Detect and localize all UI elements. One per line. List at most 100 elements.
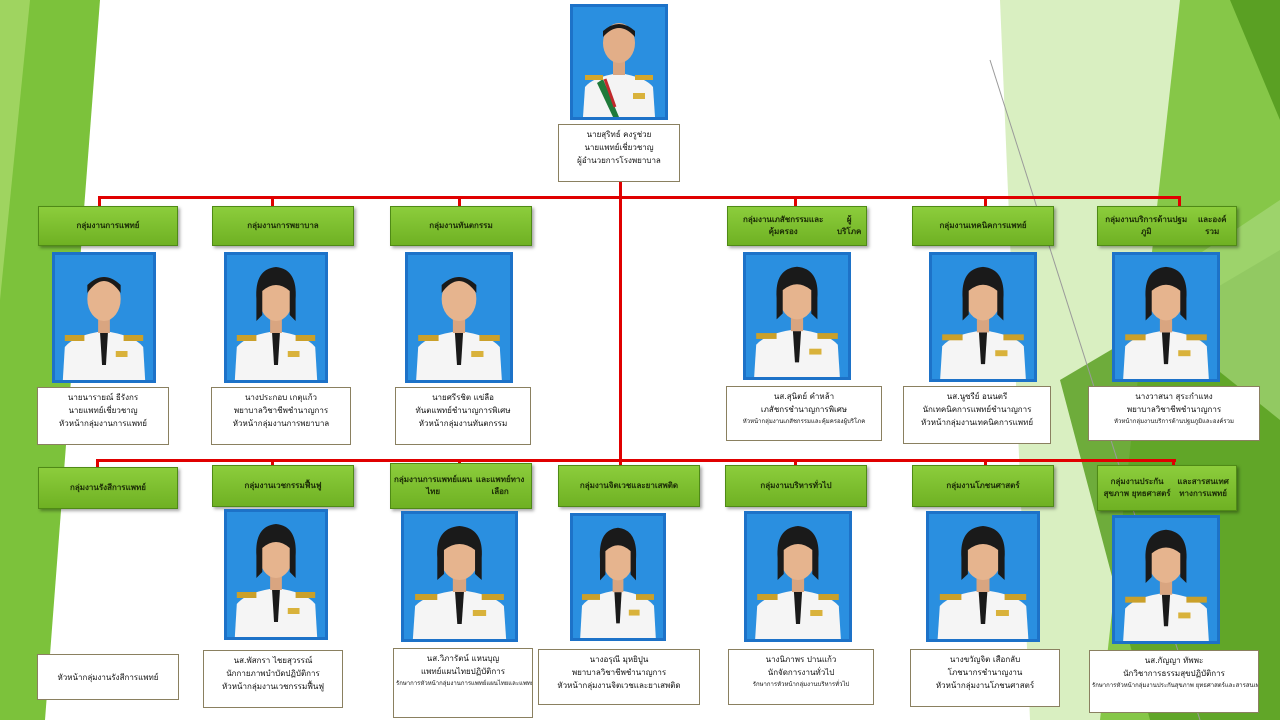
staff-name: นางประกอบ เกตุแก้ว bbox=[244, 393, 318, 402]
connector-drop bbox=[271, 196, 274, 206]
staff-info: นางนิภาพร ปานแก้วนักจัดการงานทั่วไปรักษา… bbox=[728, 649, 874, 705]
staff-photo bbox=[405, 252, 513, 383]
staff-position: นักกายภาพบำบัดปฏิบัติการ bbox=[226, 669, 320, 678]
connector-drop bbox=[458, 459, 461, 463]
department-label: กลุ่มงานบริการด้านปฐมภูมิ bbox=[1105, 215, 1188, 236]
staff-name: นส.วิภารัตน์ แหนบุญ bbox=[426, 654, 500, 663]
staff-photo bbox=[570, 513, 666, 641]
staff-role: หัวหน้ากลุ่มงานเภสัชกรรมและคุ้มครองผู้บร… bbox=[742, 418, 866, 425]
person-portrait-icon bbox=[747, 514, 849, 639]
staff-info: หัวหน้ากลุ่มงานรังสีการแพทย์ bbox=[37, 654, 179, 700]
staff-name: นส.กัญญา ทัพพะ bbox=[1144, 656, 1204, 665]
person-portrait-icon bbox=[227, 255, 325, 380]
staff-name: นายศรีรชิต แข่ลือ bbox=[432, 393, 494, 402]
staff-info: นส.กัญญา ทัพพะนักวิชาการธรรมสุขปฏิบัติกา… bbox=[1089, 650, 1259, 713]
connector-drop bbox=[1172, 459, 1175, 465]
staff-role: หัวหน้ากลุ่มงานเทคนิคการแพทย์ bbox=[920, 418, 1034, 427]
staff-name: นส.นูซรีย์ อนนตรี bbox=[946, 392, 1008, 401]
person-portrait-icon bbox=[932, 255, 1034, 379]
person-portrait-icon bbox=[746, 255, 848, 377]
connector-trunk bbox=[619, 180, 622, 462]
staff-role: หัวหน้ากลุ่มงานรังสีการแพทย์ bbox=[57, 672, 159, 682]
staff-position: พยาบาลวิชาชีพชำนาญการ bbox=[233, 406, 329, 415]
connector-drop bbox=[794, 459, 797, 465]
staff-photo bbox=[1112, 515, 1220, 644]
department-label: กลุ่มงานเภสัชกรรมและคุ้มครอง bbox=[743, 215, 824, 236]
staff-info: นายศรีรชิต แข่ลือทันตแพทย์ชำนาญการพิเศษห… bbox=[395, 387, 531, 445]
department-label: กลุ่มงานเวชกรรมฟื้นฟู bbox=[244, 481, 322, 490]
person-portrait-icon bbox=[1115, 518, 1217, 641]
staff-role: หัวหน้ากลุ่มงานเวชกรรมฟื้นฟู bbox=[221, 682, 325, 691]
connector-drop bbox=[619, 459, 622, 465]
staff-position: แพทย์แผนไทยปฏิบัติการ bbox=[420, 667, 506, 676]
department-label: กลุ่มงานการพยาบาล bbox=[247, 221, 319, 230]
staff-role: หัวหน้ากลุ่มงานการแพทย์ bbox=[59, 419, 147, 428]
person-portrait-icon bbox=[404, 514, 515, 639]
staff-position: นักจัดการงานทั่วไป bbox=[767, 668, 835, 677]
staff-position: พยาบาลวิชาชีพชำนาญการ bbox=[571, 668, 667, 677]
staff-name: นางวาสนา สุระกำแหง bbox=[1135, 392, 1213, 401]
department-box: กลุ่มงานการแพทย์แผนไทยและแพทย์ทางเลือก bbox=[390, 463, 532, 509]
staff-position: เภสัชกรชำนาญการพิเศษ bbox=[760, 405, 848, 414]
connector-drop bbox=[96, 459, 99, 467]
staff-photo bbox=[401, 511, 518, 642]
staff-info: นส.พัสกรา ไชยสุวรรณ์นักกายภาพบำบัดปฏิบัต… bbox=[203, 650, 343, 708]
person-portrait-icon bbox=[227, 512, 325, 637]
staff-position: นายแพทย์เชี่ยวชาญ bbox=[68, 406, 138, 415]
staff-role: หัวหน้ากลุ่มงานทันตกรรม bbox=[418, 419, 508, 428]
staff-photo bbox=[224, 509, 328, 640]
person-portrait-icon bbox=[55, 255, 153, 380]
connector-drop bbox=[984, 459, 987, 465]
staff-role: หัวหน้ากลุ่มงานบริการด้านปฐมภูมิและองค์ร… bbox=[1114, 418, 1234, 425]
staff-info: นางประกอบ เกตุแก้วพยาบาลวิชาชีพชำนาญการห… bbox=[211, 387, 351, 445]
staff-photo bbox=[224, 252, 328, 383]
department-box: กลุ่มงานเภสัชกรรมและคุ้มครองผู้บริโภค bbox=[727, 206, 867, 246]
department-label: กลุ่มงานจิตเวชและยาเสพติด bbox=[579, 481, 679, 490]
connector-drop bbox=[984, 196, 987, 206]
person-portrait-icon bbox=[1115, 255, 1217, 379]
staff-role: หัวหน้ากลุ่มงานโภชนศาสตร์ bbox=[935, 681, 1035, 690]
director-info: นายสุริทธ์ คงรูช่วย นายแพทย์เชี่ยวชาญ ผู… bbox=[558, 124, 680, 182]
staff-info: นางวาสนา สุระกำแหงพยาบาลวิชาชีพชำนาญการห… bbox=[1088, 386, 1260, 441]
connector-drop bbox=[98, 196, 101, 206]
department-box: กลุ่มงานจิตเวชและยาเสพติด bbox=[558, 465, 700, 507]
connector-drop bbox=[1178, 196, 1181, 206]
department-label: และองค์รวม bbox=[1198, 215, 1227, 236]
staff-name: นางอรุณี มุหยิปูน bbox=[589, 655, 649, 664]
staff-name: นส.พัสกรา ไชยสุวรรณ์ bbox=[233, 656, 313, 665]
department-box: กลุ่มงานทันตกรรม bbox=[390, 206, 532, 246]
department-box: กลุ่มงานรังสีการแพทย์ bbox=[38, 467, 178, 509]
department-box: กลุ่มงานบริหารทั่วไป bbox=[725, 465, 867, 507]
staff-position: โภชนากรชำนาญงาน bbox=[947, 668, 1023, 677]
connector-drop bbox=[794, 196, 797, 206]
department-box: กลุ่มงานโภชนศาสตร์ bbox=[912, 465, 1054, 507]
department-box: กลุ่มงานบริการด้านปฐมภูมิ และองค์รวม bbox=[1097, 206, 1237, 246]
department-label: กลุ่มงานรังสีการแพทย์ bbox=[70, 483, 146, 492]
connector-row2 bbox=[96, 459, 1176, 462]
staff-name: นายนารายณ์ ธีรังกร bbox=[67, 393, 139, 402]
connector-drop bbox=[271, 459, 274, 465]
department-box: กลุ่มงานเวชกรรมฟื้นฟู bbox=[212, 465, 354, 507]
staff-photo bbox=[1112, 252, 1220, 382]
staff-photo bbox=[744, 511, 852, 642]
staff-info: นางขวัญจิต เสือกลับโภชนากรชำนาญงานหัวหน้… bbox=[910, 649, 1060, 707]
director-role: ผู้อำนวยการโรงพยาบาล bbox=[577, 156, 661, 165]
person-portrait-icon bbox=[573, 7, 665, 117]
department-label: และสารสนเทศทางการแพทย์ bbox=[1177, 477, 1229, 498]
department-label: กลุ่มงานการแพทย์แผนไทย bbox=[394, 475, 473, 496]
director-name: นายสุริทธ์ คงรูช่วย bbox=[586, 130, 652, 139]
staff-role: รักษาการหัวหน้ากลุ่มงานประกันสุขภาพ ยุทธ… bbox=[1092, 682, 1258, 689]
person-portrait-icon bbox=[573, 516, 663, 638]
staff-role: รักษาการหัวหน้ากลุ่มงานบริหารทั่วไป bbox=[752, 681, 850, 688]
director-photo bbox=[570, 4, 668, 120]
staff-role: หัวหน้ากลุ่มงานการพยาบาล bbox=[232, 419, 330, 428]
staff-role: รักษาการหัวหน้ากลุ่มงานการแพทย์แผนไทยและ… bbox=[396, 680, 532, 687]
department-label: กลุ่มงานเทคนิคการแพทย์ bbox=[939, 221, 1027, 230]
department-label: และแพทย์ทางเลือก bbox=[475, 475, 525, 496]
connector-row1 bbox=[98, 196, 1180, 199]
staff-photo bbox=[929, 252, 1037, 382]
staff-info: นางอรุณี มุหยิปูนพยาบาลวิชาชีพชำนาญการหั… bbox=[538, 649, 700, 705]
department-label: กลุ่มงานประกันสุขภาพ ยุทธศาสตร์ bbox=[1103, 477, 1171, 498]
staff-position: ทันตแพทย์ชำนาญการพิเศษ bbox=[415, 406, 511, 415]
department-label: กลุ่มงานโภชนศาสตร์ bbox=[946, 481, 1020, 490]
